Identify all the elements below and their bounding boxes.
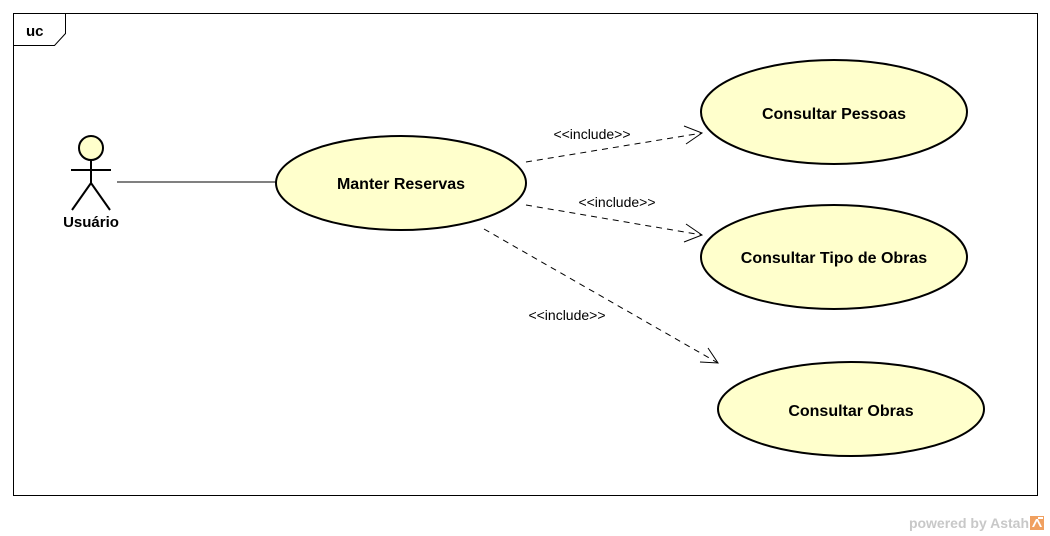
watermark-text: powered by Astah — [908, 515, 1029, 531]
actor-head — [78, 135, 104, 161]
actor-left-leg — [71, 182, 92, 211]
use-case-manter-reservas[interactable]: Manter Reservas — [275, 135, 527, 231]
use-case-ellipse — [275, 135, 527, 231]
include-arrowhead — [683, 125, 704, 145]
use-case-consultar-pessoas[interactable]: Consultar Pessoas — [700, 59, 968, 165]
use-case-ellipse — [700, 59, 968, 165]
include-label: <<include>> — [528, 307, 605, 323]
frame-label: uc — [26, 23, 44, 40]
include-label: <<include>> — [578, 194, 655, 210]
use-case-ellipse — [717, 361, 985, 457]
use-case-label: Manter Reservas — [337, 176, 465, 193]
actor-name: Usuário — [63, 214, 119, 231]
astah-logo-icon — [1030, 516, 1044, 530]
include-line — [525, 204, 703, 236]
use-case-consultar-obras[interactable]: Consultar Obras — [717, 361, 985, 457]
include-relation-pessoas[interactable]: <<include>> — [525, 125, 704, 163]
use-case-label: Consultar Pessoas — [762, 106, 906, 123]
include-relation-obras[interactable]: <<include>> — [483, 228, 719, 364]
use-case-label: Consultar Obras — [788, 403, 913, 420]
include-line — [525, 132, 703, 163]
include-label: <<include>> — [553, 126, 630, 142]
frame-tab — [13, 13, 66, 46]
include-line — [483, 228, 719, 364]
actor-right-leg — [90, 182, 111, 211]
include-arrowhead — [683, 223, 704, 243]
include-relation-tipo[interactable]: <<include>> — [525, 194, 704, 243]
use-case-ellipse — [700, 204, 968, 310]
use-case-label: Consultar Tipo de Obras — [741, 250, 928, 267]
include-arrowhead — [699, 347, 719, 364]
actor-usuario[interactable]: Usuário — [63, 135, 119, 231]
use-case-consultar-tipo-de-obras[interactable]: Consultar Tipo de Obras — [700, 204, 968, 310]
astah-watermark: powered by Astah — [909, 515, 1044, 531]
